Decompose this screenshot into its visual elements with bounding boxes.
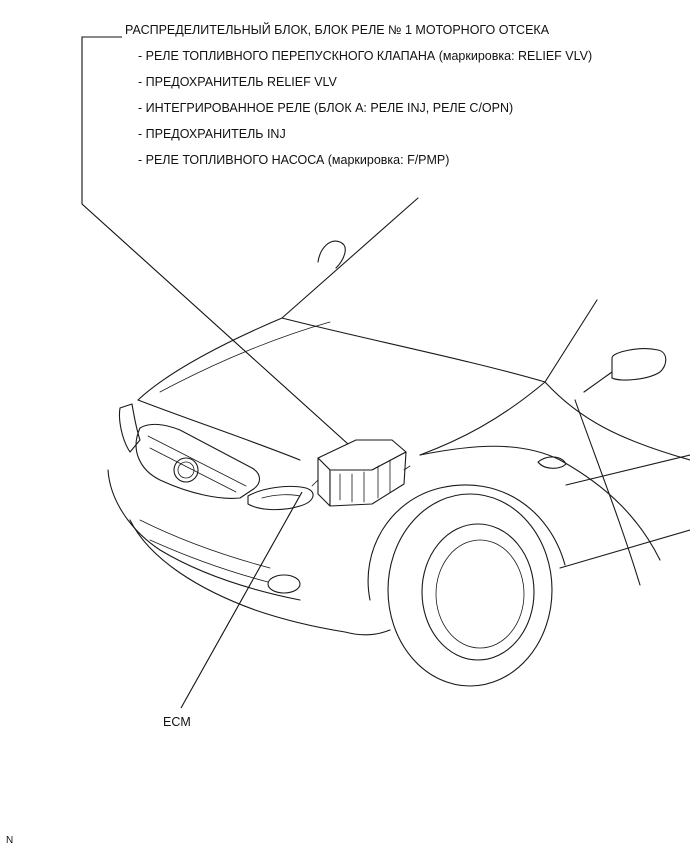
wheel-arch (367, 484, 566, 601)
front-fender (419, 445, 661, 561)
grille-outer (135, 423, 261, 499)
component-item: - РЕЛЕ ТОПЛИВНОГО НАСОСА (маркировка: F/… (138, 153, 450, 167)
hood-left-edge (137, 317, 283, 401)
relay-block-drawing (311, 439, 411, 507)
lower-grille (139, 519, 271, 583)
front-bumper-lower (129, 519, 346, 633)
brand-emblem-inner (177, 461, 195, 479)
ecm-leader-line (180, 491, 303, 709)
hood-rear-edge (281, 317, 546, 383)
windshield-left-edge (281, 197, 419, 319)
front-bumper-upper (107, 469, 301, 601)
ecm-label: ECM (163, 715, 191, 729)
windshield-right-edge (544, 299, 598, 383)
fog-lamp (267, 574, 301, 594)
side-mirror (611, 348, 667, 381)
relay-block-front (329, 451, 407, 507)
figure-code: N (6, 835, 14, 846)
hood-right-edge (419, 381, 546, 456)
cowl-fin (317, 240, 346, 269)
relay-block-detail (339, 459, 391, 503)
component-item: - ПРЕДОХРАНИТЕЛЬ INJ (138, 127, 286, 141)
hood-crease (159, 321, 331, 393)
relay-block-leader-line (81, 36, 349, 445)
bumper-bottom (344, 629, 391, 636)
headlight-left (118, 403, 141, 453)
fender-side-line (544, 381, 690, 461)
side-marker (537, 456, 567, 469)
relay-block-title: РАСПРЕДЕЛИТЕЛЬНЫЙ БЛОК, БЛОК РЕЛЕ № 1 МО… (125, 23, 550, 37)
front-rim-inner (435, 539, 525, 649)
brand-emblem (173, 457, 199, 483)
car-body-outline (107, 197, 690, 687)
component-item: - ИНТЕГРИРОВАННОЕ РЕЛЕ (БЛОК А: РЕЛЕ INJ… (138, 101, 514, 115)
front-rim (421, 523, 535, 661)
body-side-character (565, 454, 690, 486)
door-line (574, 399, 641, 586)
front-tire (387, 493, 553, 687)
headlight-right-inner (261, 494, 301, 499)
component-item: - ПРЕДОХРАНИТЕЛЬ RELIEF VLV (138, 75, 337, 89)
component-item: - РЕЛЕ ТОПЛИВНОГО ПЕРЕПУСКНОГО КЛАПАНА (… (138, 49, 593, 63)
rocker-line (559, 529, 690, 569)
relay-block-clip (311, 465, 411, 495)
mirror-arm (583, 371, 613, 393)
relay-block-callout: РАСПРЕДЕЛИТЕЛЬНЫЙ БЛОК, БЛОК РЕЛЕ № 1 МО… (125, 22, 685, 178)
relay-block-component-list: - РЕЛЕ ТОПЛИВНОГО ПЕРЕПУСКНОГО КЛАПАНА (… (125, 48, 685, 169)
grille-inner (147, 435, 247, 493)
hood-front-edge (137, 399, 301, 461)
headlight-right (247, 485, 314, 511)
